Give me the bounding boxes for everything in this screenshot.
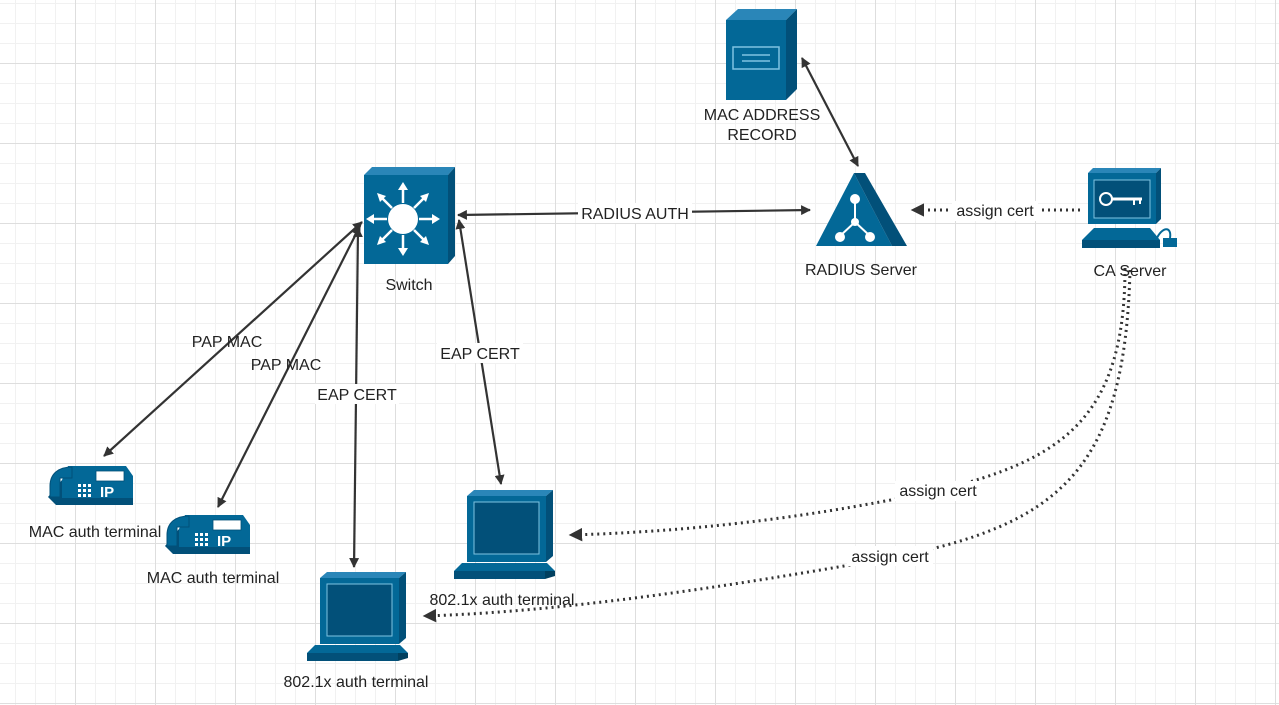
edge-ca-pc-2[interactable]: assign cert xyxy=(422,269,1132,623)
radius-server-label: RADIUS Server xyxy=(805,262,918,279)
ip-phone-2-label: MAC auth terminal xyxy=(147,570,280,587)
node-radius-server[interactable]: RADIUS Server xyxy=(805,173,918,279)
node-ip-phone-2[interactable]: IP MAC auth terminal xyxy=(147,515,280,587)
node-mac-address-record[interactable]: MAC ADDRESS RECORD xyxy=(704,9,820,144)
pc-1-label: 802.1x auth terminal xyxy=(430,592,575,609)
ip-phone-1-label: MAC auth terminal xyxy=(29,524,162,541)
ca-server-workstation-icon xyxy=(1082,168,1177,248)
edge-switch-radius[interactable]: RADIUS AUTH xyxy=(457,203,811,223)
radius-server-icon xyxy=(816,173,907,246)
layer3-switch-icon xyxy=(364,167,455,264)
workstation-icon xyxy=(307,572,408,661)
node-ca-server[interactable]: CA Server xyxy=(1082,168,1177,280)
mac-record-label-line2: RECORD xyxy=(727,127,796,144)
workstation-icon xyxy=(454,490,555,579)
mac-record-label-line1: MAC ADDRESS xyxy=(704,107,820,124)
edge-switch-pc-2[interactable]: EAP CERT xyxy=(315,227,399,568)
edge-switch-phone-2[interactable]: PAP MAC xyxy=(217,225,361,508)
edge-switch-pc-1[interactable]: EAP CERT xyxy=(437,219,523,485)
ip-phone-icon: IP xyxy=(48,466,133,505)
node-pc-2[interactable]: 802.1x auth terminal xyxy=(284,572,429,691)
edge-switch-phone-1[interactable]: PAP MAC xyxy=(103,221,363,457)
edge-mac-record-radius[interactable] xyxy=(801,57,859,167)
edge-label-radius-auth: RADIUS AUTH xyxy=(581,206,689,223)
database-server-icon xyxy=(726,9,797,100)
edge-label-pap-mac-1: PAP MAC xyxy=(192,334,263,351)
svg-text:IP: IP xyxy=(217,533,231,550)
switch-label: Switch xyxy=(385,277,432,294)
edge-label-assign-cert-pc2: assign cert xyxy=(851,549,929,566)
svg-text:IP: IP xyxy=(100,484,114,501)
edge-ca-pc-1[interactable]: assign cert xyxy=(568,267,1127,542)
ca-server-label: CA Server xyxy=(1094,263,1168,280)
edge-ca-radius[interactable]: assign cert xyxy=(910,201,1080,221)
ip-phone-icon: IP xyxy=(165,515,250,554)
edge-label-pap-mac-2: PAP MAC xyxy=(251,357,322,374)
pc-2-label: 802.1x auth terminal xyxy=(284,674,429,691)
node-pc-1[interactable]: 802.1x auth terminal xyxy=(430,490,575,609)
edge-label-eap-cert-1: EAP CERT xyxy=(440,346,520,363)
edge-label-eap-cert-2: EAP CERT xyxy=(317,387,397,404)
edge-label-assign-cert-pc1: assign cert xyxy=(899,483,977,500)
edge-label-assign-cert-radius: assign cert xyxy=(956,203,1034,220)
node-switch[interactable]: Switch xyxy=(364,167,455,294)
node-ip-phone-1[interactable]: IP MAC auth terminal xyxy=(29,466,162,541)
